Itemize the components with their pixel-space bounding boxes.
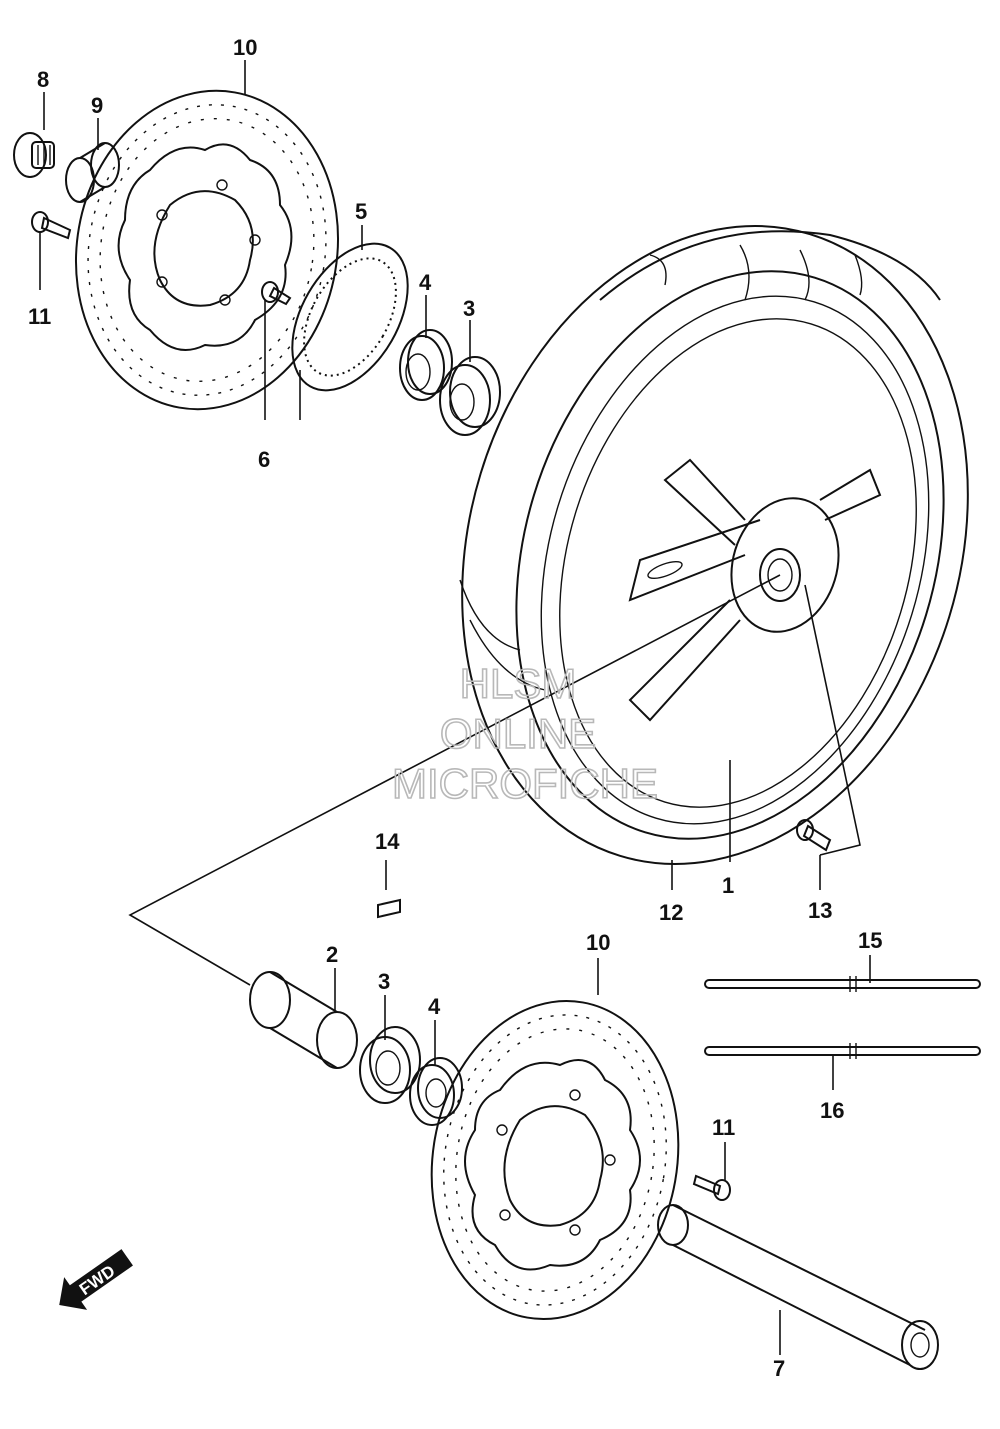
axle-cap-bolt	[13, 132, 55, 178]
callout-7: 7	[773, 1356, 785, 1381]
callout-2: 2	[326, 942, 338, 967]
watermark-line3: MICROFICHE	[392, 760, 658, 807]
bearing-upper	[439, 356, 501, 436]
watermark-line1: HLSM	[460, 660, 577, 707]
watermark-line2: ONLINE	[440, 710, 596, 757]
callout-1: 1	[722, 873, 734, 898]
collar	[65, 142, 120, 203]
air-valve	[796, 819, 832, 852]
brake-disc-upper	[74, 89, 340, 411]
callout-11-lower: 11	[712, 1115, 735, 1140]
callout-12: 12	[659, 900, 683, 925]
disc-bolt-upper	[31, 211, 72, 240]
callout-14: 14	[375, 829, 400, 854]
callout-3-upper: 3	[463, 296, 475, 321]
callout-8: 8	[37, 67, 49, 92]
fwd-arrow-icon: FWD	[59, 1249, 133, 1310]
balancer-weight	[377, 898, 401, 919]
wheel-stripe-upper	[704, 976, 981, 992]
wheel-stripe-lower	[704, 1043, 981, 1059]
callout-4-lower: 4	[428, 994, 441, 1019]
callout-4-upper: 4	[419, 270, 432, 295]
oil-seal-lower	[409, 1057, 463, 1126]
leader-lines	[39, 60, 871, 1355]
callout-10-upper: 10	[233, 35, 257, 60]
disc-bolt-lower	[692, 1174, 731, 1201]
abs-sensor-ring	[291, 242, 409, 392]
rotor-screw	[261, 281, 292, 306]
brake-disc-lower	[430, 1000, 680, 1320]
callout-5: 5	[355, 199, 367, 224]
watermark: HLSM ONLINE MICROFICHE	[391, 659, 659, 808]
callout-9: 9	[91, 93, 103, 118]
callout-13: 13	[808, 898, 832, 923]
callout-11-upper: 11	[28, 304, 51, 329]
axle	[657, 1204, 939, 1370]
callout-10-lower: 10	[586, 930, 610, 955]
callout-15: 15	[858, 928, 882, 953]
spacer	[249, 971, 358, 1069]
oil-seal-upper	[399, 329, 453, 401]
callout-6: 6	[258, 447, 270, 472]
callout-3-lower: 3	[378, 969, 390, 994]
wheel-assembly	[459, 225, 969, 865]
callout-labels: 10 8 9 5 4 3 11 6 14 1 12 13 10 15 2 3 4…	[28, 35, 882, 1381]
callout-16: 16	[820, 1098, 844, 1123]
